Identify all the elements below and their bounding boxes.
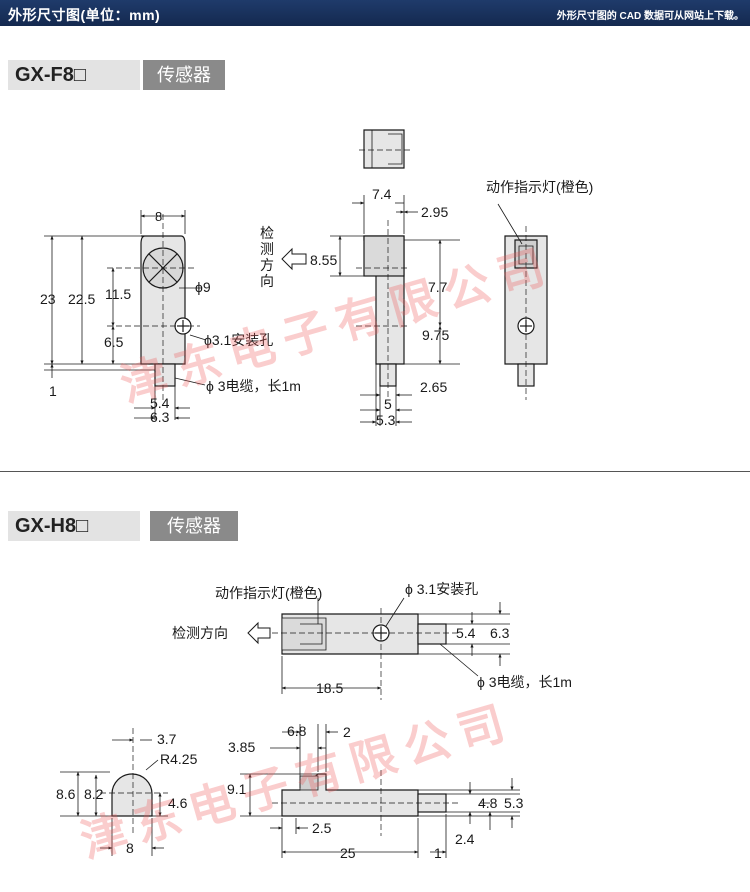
dim-2-95: 2.95	[421, 204, 448, 220]
dim-5-3: 5.3	[504, 795, 524, 811]
label-radius: R4.25	[160, 751, 198, 767]
dim-6-8: 6.8	[287, 723, 307, 739]
label-indicator: 动作指示灯(橙色)	[215, 585, 322, 601]
label-direction: 检测方向	[172, 625, 228, 641]
model-name: GX-F8□	[8, 60, 140, 90]
page-title: 外形尺寸图(单位：mm)	[8, 7, 161, 23]
label-cable: ϕ 3电缆，长1m	[206, 378, 301, 394]
gx-h8-top-view	[247, 597, 510, 700]
gx-h8-end-view	[60, 728, 168, 856]
dim-25: 25	[340, 845, 356, 861]
dim-6-3: 6.3	[490, 625, 510, 641]
dim-6-3: 6.3	[150, 409, 170, 425]
dim-5: 5	[384, 396, 392, 412]
dim-5-4: 5.4	[456, 625, 476, 641]
dim-4-8: 4.8	[478, 795, 498, 811]
dim-3-7: 3.7	[157, 731, 177, 747]
dim-5-3: 5.3	[376, 412, 396, 428]
dim-5-4: 5.4	[150, 395, 170, 411]
dim-8-width: 8	[155, 209, 162, 224]
dim-23: 23	[40, 291, 56, 307]
label-cable: ϕ 3电缆，长1m	[477, 674, 572, 690]
gx-f8-back-view	[497, 203, 548, 400]
dim-2-65: 2.65	[420, 379, 447, 395]
label-mount-hole: ϕ3.1安装孔	[204, 332, 273, 348]
dim-2: 2	[343, 724, 351, 740]
label-phi9: ϕ9	[195, 279, 211, 295]
section-divider	[0, 471, 750, 472]
gx-h8-side-view	[240, 724, 520, 858]
label-mount-hole: ϕ 3.1安装孔	[405, 581, 478, 597]
label-indicator: 动作指示灯(橙色)	[486, 179, 593, 195]
dim-8-6: 8.6	[56, 786, 76, 802]
dim-18-5: 18.5	[316, 680, 343, 696]
model-name: GX-H8□	[8, 511, 140, 541]
dim-1: 1	[434, 845, 442, 861]
dim-8-55: 8.55	[310, 252, 337, 268]
cad-download-note: 外形尺寸图的 CAD 数据可从网站上下载。	[556, 11, 744, 22]
dim-22-5: 22.5	[68, 291, 95, 307]
dim-2-5: 2.5	[312, 820, 332, 836]
svg-text:检: 检	[260, 225, 274, 241]
dim-4-6: 4.6	[168, 795, 188, 811]
dim-8: 8	[126, 840, 134, 856]
type-label: 传感器	[143, 60, 225, 90]
dim-1: 1	[49, 383, 57, 399]
dim-9-75: 9.75	[422, 327, 449, 343]
gx-f8-side-view	[281, 129, 460, 426]
dim-11-5: 11.5	[105, 286, 131, 302]
dim-9-1: 9.1	[227, 781, 247, 797]
detection-direction-label: 检 测 方 向	[260, 225, 274, 289]
svg-text:测: 测	[260, 241, 274, 257]
gx-f8-front-view	[44, 210, 207, 420]
header-bar: 外形尺寸图(单位：mm) 外形尺寸图的 CAD 数据可从网站上下载。	[0, 0, 750, 26]
svg-text:方: 方	[260, 257, 274, 273]
dim-6-5: 6.5	[104, 334, 124, 350]
type-label: 传感器	[150, 511, 238, 541]
dim-8-2: 8.2	[84, 786, 104, 802]
dim-3-85: 3.85	[228, 739, 255, 755]
dim-2-4: 2.4	[455, 831, 475, 847]
dim-7-7: 7.7	[428, 279, 448, 295]
dim-7-4: 7.4	[372, 186, 392, 202]
svg-text:向: 向	[260, 273, 274, 289]
